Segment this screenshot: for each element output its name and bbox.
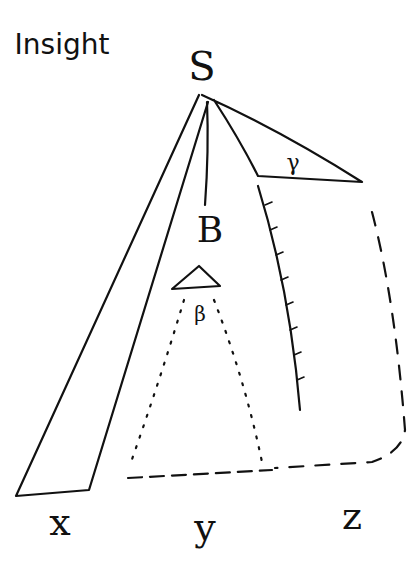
angle-label: β: [192, 303, 208, 325]
base-line: [128, 470, 272, 478]
dotted-side: [130, 300, 184, 465]
axis-label: z: [340, 496, 364, 536]
point-label: B: [195, 211, 225, 249]
gamma-wedge: [202, 95, 362, 182]
point-label: S: [186, 45, 217, 87]
axis-label: y: [192, 507, 217, 547]
angle-label: γ: [284, 151, 301, 175]
small-triangle: [172, 266, 220, 289]
stem-line: [205, 102, 208, 205]
dotted-side: [214, 300, 262, 462]
axis-label: x: [47, 502, 72, 542]
dashed-outline: [275, 212, 405, 468]
ticked-line: [258, 186, 300, 410]
label-title: Insight: [13, 30, 112, 60]
long-wedge: [16, 95, 208, 496]
tick-marks: [265, 202, 304, 380]
